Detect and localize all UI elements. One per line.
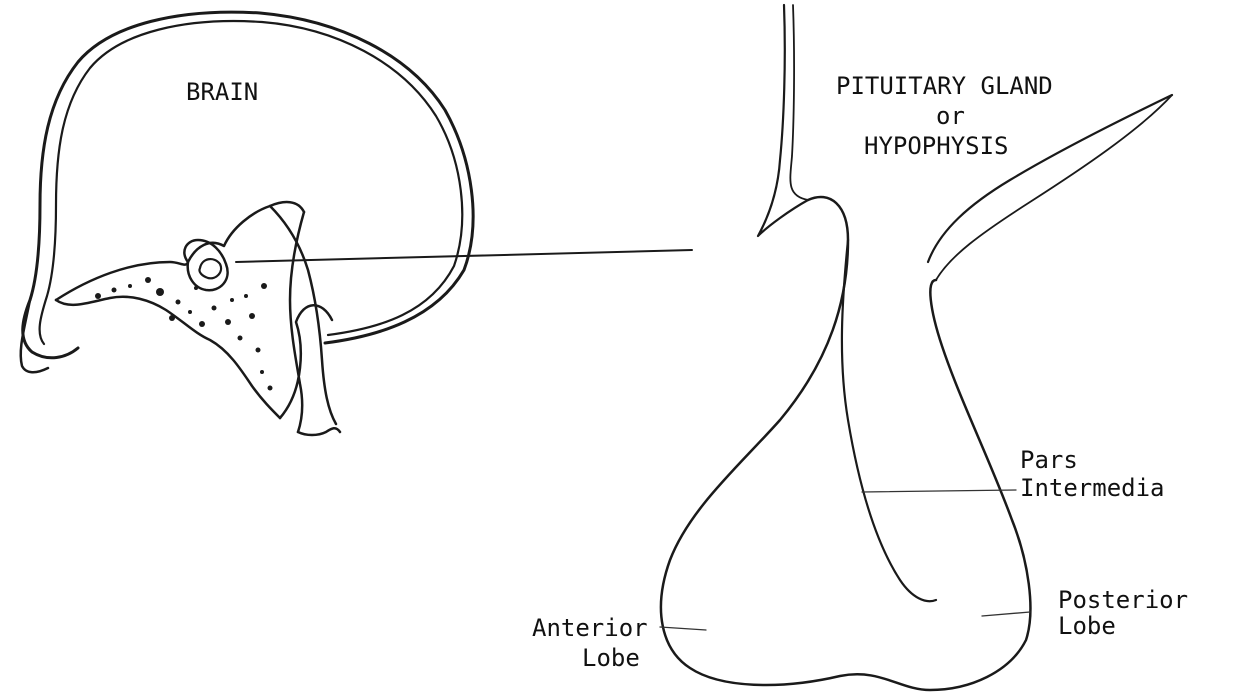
- anterior-lobe-label-line2: Lobe: [582, 646, 640, 671]
- posterior-lobe-label-line1: Posterior: [1058, 588, 1188, 613]
- neck-base: [298, 428, 340, 435]
- posterior-lobe-label-line2: Lobe: [1058, 614, 1116, 639]
- pituitary-title-line3: HYPOPHYSIS: [864, 134, 1009, 159]
- anterior-lobe-label-line1: Anterior: [532, 616, 648, 641]
- bone-stipple: [95, 277, 273, 391]
- pituitary-title-line2: or: [936, 104, 965, 129]
- leader-lines: [660, 490, 1030, 630]
- right-strand-lower: [936, 95, 1172, 280]
- pituitary-small: [199, 259, 221, 278]
- stalk-left-edge: [758, 5, 808, 236]
- pharynx-right: [270, 206, 336, 424]
- posterior-leader: [982, 612, 1030, 616]
- maxilla-outline: [280, 305, 332, 418]
- pars-leader: [862, 490, 1016, 492]
- anterior-leader: [660, 627, 706, 630]
- skull-outline: [23, 12, 473, 358]
- pars-intermedia-label-line2: Intermedia: [1020, 476, 1165, 501]
- skull-inner-outline: [40, 21, 463, 344]
- brain-sketch: [21, 12, 692, 435]
- zoom-pointer-line: [236, 250, 692, 262]
- pars-intermedia-label-line1: Pars: [1020, 448, 1078, 473]
- stalk-left-edge-2: [790, 5, 808, 200]
- pituitary-title-line1: PITUITARY GLAND: [836, 74, 1053, 99]
- brain-label: BRAIN: [186, 80, 258, 105]
- nasal-outline: [56, 297, 280, 418]
- pars-intermedia-curve: [842, 240, 936, 601]
